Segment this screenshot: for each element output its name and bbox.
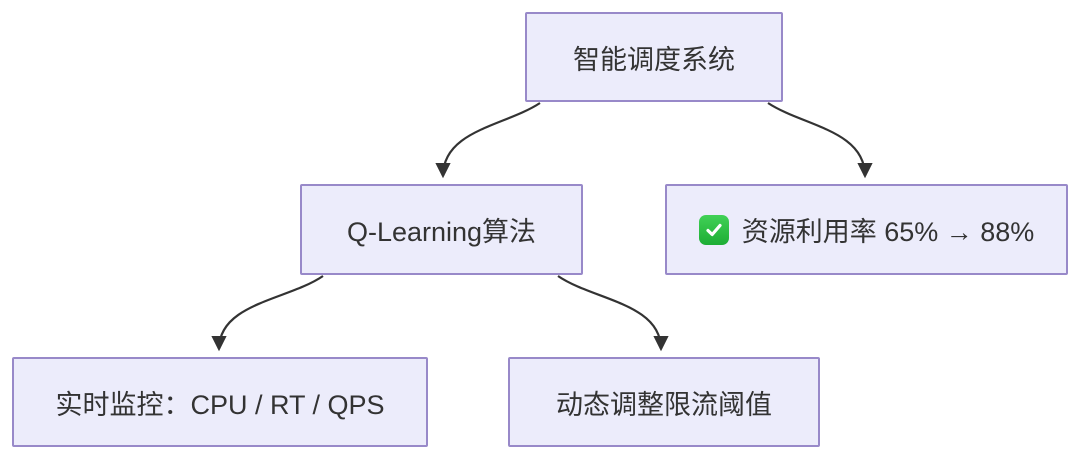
edge-root-result [767, 102, 873, 179]
node-result-label: 资源利用率 65% → 88% [741, 217, 1035, 247]
node-algorithm-label: Q-Learning算法 [346, 217, 537, 247]
node-root-label: 智能调度系统 [573, 44, 735, 75]
edge-root-algorithm [435, 102, 541, 179]
check-mark-icon [698, 214, 729, 245]
node-root: 智能调度系统 [525, 12, 783, 102]
node-adjustment-label: 动态调整限流阈值 [556, 389, 772, 420]
node-adjustment: 动态调整限流阈值 [508, 357, 820, 447]
node-monitoring-label: 实时监控：CPU / RT / QPS [55, 389, 385, 420]
node-algorithm: Q-Learning算法 [300, 184, 583, 275]
node-result: 资源利用率 65% → 88% [665, 184, 1068, 275]
node-monitoring: 实时监控：CPU / RT / QPS [12, 357, 428, 447]
edge-algorithm-monitoring [211, 275, 324, 352]
edge-algorithm-adjustment [557, 275, 669, 352]
